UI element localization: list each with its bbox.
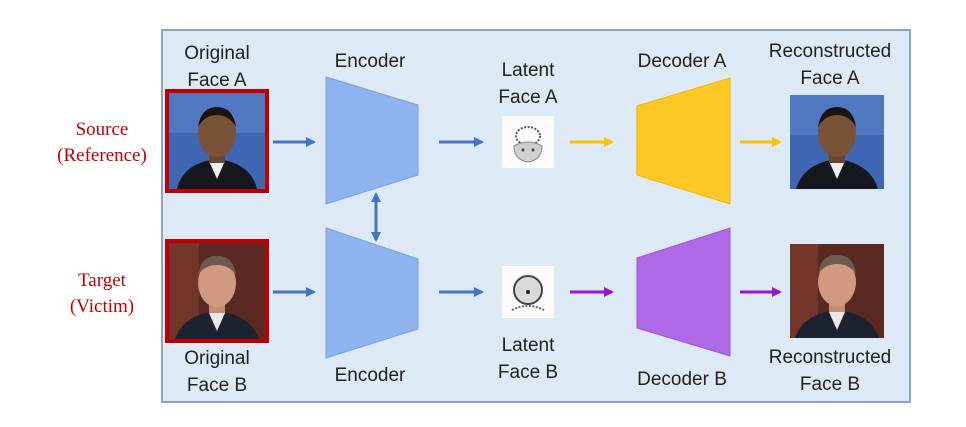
latent-face-a-image xyxy=(502,116,554,168)
encoder-top-shape xyxy=(325,76,419,205)
decoder-b-shape xyxy=(636,227,731,357)
decoder-a-shape xyxy=(636,77,731,205)
reconstructed-face-a-image xyxy=(790,95,884,189)
original-face-a-image xyxy=(165,89,269,193)
encoder-bottom-shape xyxy=(325,227,419,359)
target-label: Target(Victim) xyxy=(69,270,135,317)
source-label: Source(Reference) xyxy=(57,119,147,166)
decoder-a-label: Decoder A xyxy=(637,51,727,72)
original-face-b-image xyxy=(165,239,269,343)
encoder-bottom-label: Encoder xyxy=(334,365,406,386)
diagram-panel xyxy=(161,29,911,403)
latent-face-b-image xyxy=(502,266,554,318)
encoder-top-label: Encoder xyxy=(334,51,406,72)
decoder-b-label: Decoder B xyxy=(637,369,727,390)
reconstructed-face-b-image xyxy=(790,244,884,338)
